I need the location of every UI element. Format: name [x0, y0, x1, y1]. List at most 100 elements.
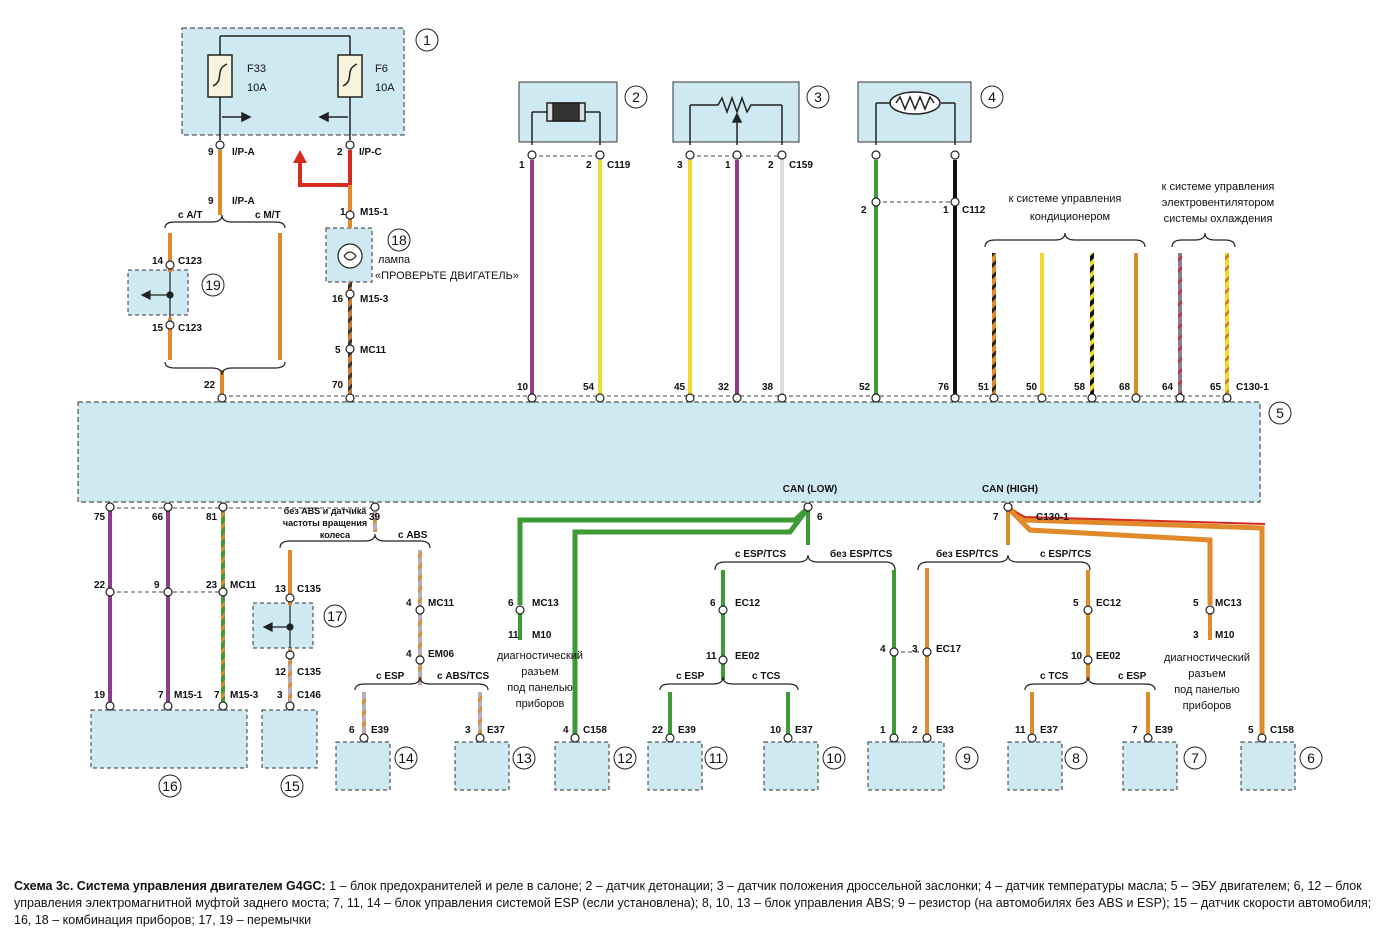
badge-3: 3	[814, 89, 822, 105]
pin-label-l93: E37	[795, 725, 813, 736]
pin-label-l39: 50	[1026, 382, 1038, 393]
pin-label-l89: с TCS	[752, 671, 781, 682]
can-low-label: CAN (LOW)	[783, 484, 837, 495]
abs-note-3: колеса	[320, 530, 351, 540]
pin-label-l27: 1	[725, 160, 731, 171]
pin-label-l105: EC12	[1096, 598, 1121, 609]
esp-unit-14	[335, 741, 391, 791]
lamp-label-1: лампа	[378, 254, 411, 266]
badge-1: 1	[423, 32, 431, 48]
pin-label-l14: C123	[178, 323, 202, 334]
pin-label-l94: 7	[993, 512, 999, 523]
can-high-wire-b	[1006, 506, 1213, 605]
connector-pins	[105, 140, 1267, 743]
fan-label-1: к системе управления	[1162, 181, 1275, 193]
pin-label-l79: 4	[563, 725, 569, 736]
pin-label-l81: 6	[817, 512, 823, 523]
pin-label-l41: 68	[1119, 382, 1131, 393]
pin-label-l80: C158	[583, 725, 607, 736]
pin-label-l113: E39	[1155, 725, 1173, 736]
clutch-unit-6	[1240, 741, 1296, 791]
arrow-up	[293, 150, 307, 163]
pin-label-l98: 4	[880, 644, 886, 655]
pin-label-l75: 6	[508, 598, 514, 609]
pin-label-l12: C123	[178, 256, 202, 267]
resistor-9	[867, 741, 945, 791]
pin-label-l36: 52	[859, 382, 871, 393]
pin-label-l78: M10	[532, 630, 552, 641]
pin-label-l74: E37	[487, 725, 505, 736]
pin-label-l62: C135	[297, 667, 321, 678]
pin-label-l10: M15-1	[360, 207, 389, 218]
pin-label-l4: I/P-C	[359, 147, 382, 158]
pin-label-l112: 7	[1132, 725, 1138, 736]
abs-unit-10	[763, 741, 819, 791]
abs-note-1: без ABS и датчика	[284, 506, 367, 516]
badge-19: 19	[205, 277, 221, 293]
diag-right-3: под панелью	[1174, 684, 1240, 696]
diag-left-4: приборов	[516, 698, 565, 710]
clutch-unit-12	[554, 741, 610, 791]
badge-9: 9	[963, 750, 971, 766]
badge-15: 15	[284, 778, 300, 794]
pin-label-l92: 10	[770, 725, 782, 736]
pin-label-l115: MC13	[1215, 598, 1242, 609]
component-number-badges: 1 2 3 4 5 6 7 8 9 10 11 12 13 14 15 16 1…	[158, 28, 1323, 798]
pin-label-l100: EC17	[936, 644, 961, 655]
throttle-sensor	[672, 81, 800, 143]
pin-label-l63: 3	[277, 690, 283, 701]
pin-label-l99: 3	[912, 644, 918, 655]
pin-label-l87: EE02	[735, 651, 760, 662]
badge-18: 18	[391, 232, 407, 248]
fuse-f33-label: F33	[247, 63, 266, 75]
pin-label-l54: M15-1	[174, 690, 203, 701]
pin-label-l117: M10	[1215, 630, 1235, 641]
pin-label-l11: 14	[152, 256, 164, 267]
pin-label-l61: 12	[275, 667, 287, 678]
badge-17: 17	[327, 608, 343, 624]
pin-label-l37: 76	[938, 382, 950, 393]
ecu-box	[77, 401, 1261, 503]
pin-label-l68: EM06	[428, 649, 455, 660]
annotations: лампа «ПРОВЕРЬТЕ ДВИГАТЕЛЬ» к системе уп…	[283, 181, 1275, 712]
fan-label-3: системы охлаждения	[1164, 213, 1273, 225]
pin-label-l77: 11	[508, 630, 519, 641]
pin-label-l101: 1	[880, 725, 886, 736]
fan-label-2: электровентилятором	[1162, 197, 1274, 209]
pin-label-l8: с М/Т	[255, 210, 281, 221]
pin-label-l20: 70	[332, 380, 344, 391]
badge-4: 4	[988, 89, 996, 105]
pin-label-l71: 6	[349, 725, 355, 736]
pin-label-l118: 5	[1248, 725, 1254, 736]
speed-sensor-15	[261, 709, 318, 769]
caption-title: Схема 3с. Система управления двигателем …	[14, 879, 326, 893]
pin-label-l51: MC11	[230, 580, 257, 591]
pin-label-l43: 65	[1210, 382, 1222, 393]
pin-label-l17: 5	[335, 345, 341, 356]
pin-label-l26: 3	[677, 160, 683, 171]
pin-label-l65: 4	[406, 598, 412, 609]
pin-label-l109: с ESP	[1118, 671, 1147, 682]
wire-red-branch	[298, 162, 350, 187]
pin-label-l104: 5	[1073, 598, 1079, 609]
pin-label-l66: MC11	[428, 598, 455, 609]
pin-label-l96: без ESP/TCS	[936, 548, 999, 560]
lamp-label-2: «ПРОВЕРЬТЕ ДВИГАТЕЛЬ»	[375, 270, 519, 282]
diag-right-1: диагностический	[1164, 652, 1250, 664]
esp-unit-11	[647, 741, 703, 791]
pin-label-l32: 38	[762, 382, 774, 393]
pin-label-l73: 3	[465, 725, 471, 736]
pin-label-l57: 39	[369, 512, 381, 523]
esp-unit-7	[1122, 741, 1178, 791]
abs-unit-8	[1007, 741, 1063, 791]
pin-label-l22: 2	[586, 160, 592, 171]
badge-12: 12	[617, 750, 633, 766]
pin-label-l40: 58	[1074, 382, 1086, 393]
pin-label-l110: 11	[1015, 725, 1026, 736]
pin-label-l3: 2	[337, 147, 343, 158]
pin-label-l33: 2	[861, 205, 867, 216]
abs-note-2: частоты вращения	[283, 518, 367, 528]
fuse-f6-label: F6	[375, 63, 388, 75]
pin-label-l50: 23	[206, 580, 218, 591]
diag-right-4: приборов	[1183, 700, 1232, 712]
